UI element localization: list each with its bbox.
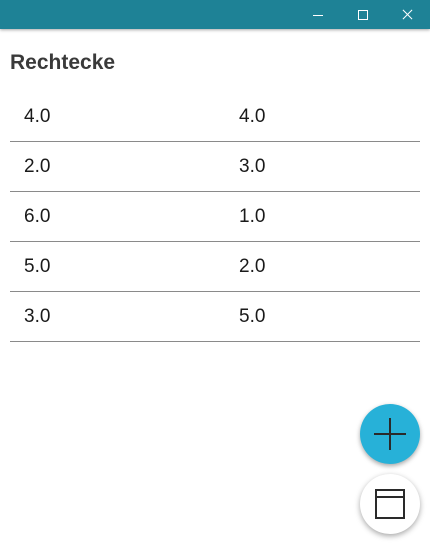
maximize-button[interactable] xyxy=(340,0,386,29)
rect-height: 4.0 xyxy=(239,106,266,127)
list-item[interactable]: 3.0 5.0 xyxy=(10,292,420,342)
rect-width: 4.0 xyxy=(24,106,51,127)
close-button[interactable] xyxy=(384,0,430,29)
minimize-button[interactable] xyxy=(295,0,341,29)
close-icon xyxy=(402,9,413,20)
list-item[interactable]: 4.0 4.0 xyxy=(10,92,420,142)
list-item[interactable]: 6.0 1.0 xyxy=(10,192,420,242)
rect-height: 3.0 xyxy=(239,156,266,177)
plus-icon xyxy=(374,418,406,450)
rect-width: 5.0 xyxy=(24,256,51,277)
rect-width: 6.0 xyxy=(24,206,51,227)
page-title: Rechtecke xyxy=(10,51,116,74)
rect-height: 5.0 xyxy=(239,306,266,327)
add-rectangle-button[interactable] xyxy=(360,404,420,464)
maximize-icon xyxy=(358,9,368,20)
rect-height: 1.0 xyxy=(239,206,266,227)
rectangle-list: 4.0 4.0 2.0 3.0 6.0 1.0 5.0 2.0 3.0 5.0 xyxy=(10,92,420,342)
rect-height: 2.0 xyxy=(239,256,266,277)
list-item[interactable]: 2.0 3.0 xyxy=(10,142,420,192)
window-titlebar[interactable] xyxy=(0,0,430,29)
minimize-icon xyxy=(313,14,323,16)
page-icon xyxy=(375,489,405,519)
rect-width: 3.0 xyxy=(24,306,51,327)
rect-width: 2.0 xyxy=(24,156,51,177)
list-item[interactable]: 5.0 2.0 xyxy=(10,242,420,292)
page-button[interactable] xyxy=(360,474,420,534)
